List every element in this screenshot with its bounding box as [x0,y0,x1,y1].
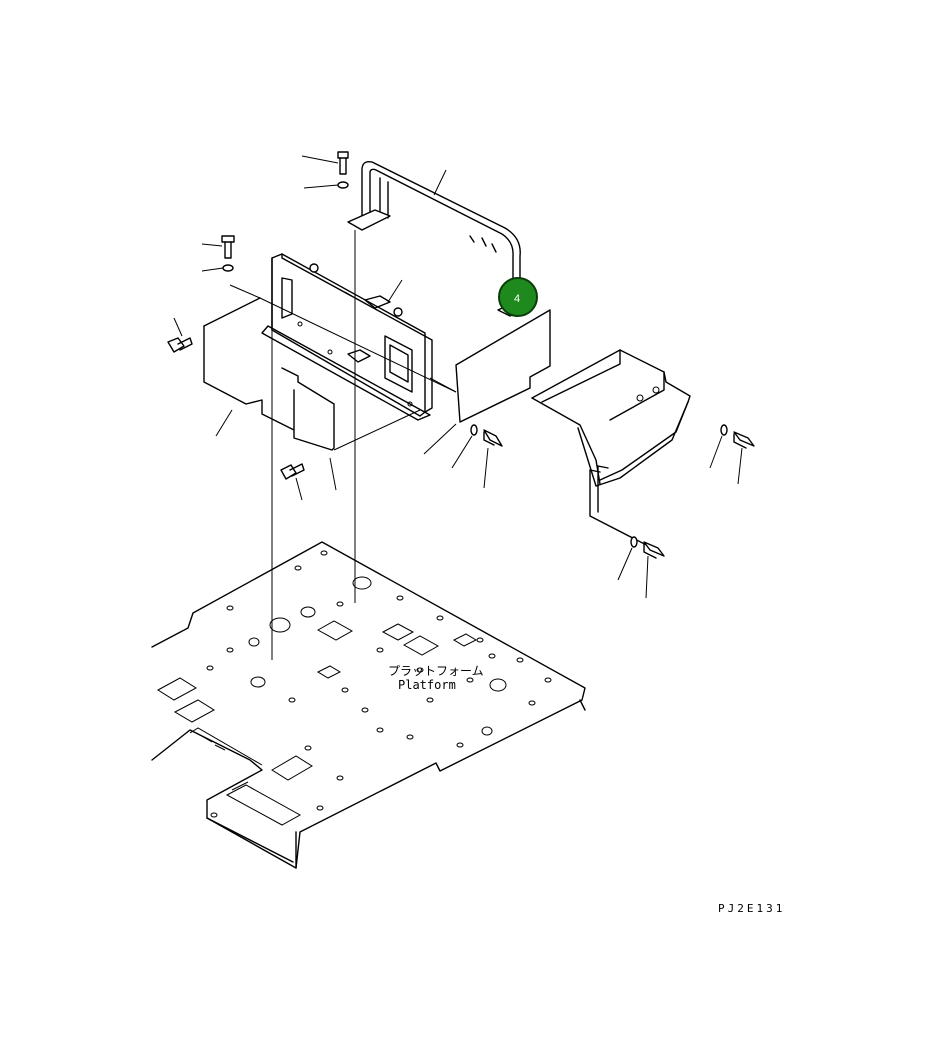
right-cover [429,309,551,423]
bolts [167,151,755,559]
callout-circle[interactable] [498,277,538,317]
leader-lines [173,155,743,599]
step-box [531,349,691,553]
alignment-lines [271,230,356,660]
left-cover [203,297,421,451]
platform-plate [151,541,586,869]
platform-label-en: Platform [398,678,456,692]
center-bracket [261,253,433,421]
drawing-code: PJ2E131 [718,902,785,915]
platform-label-jp: プラットフォーム [388,664,484,678]
callout-number: 4 [514,293,520,305]
part-callout-4[interactable]: 4 [498,277,538,317]
